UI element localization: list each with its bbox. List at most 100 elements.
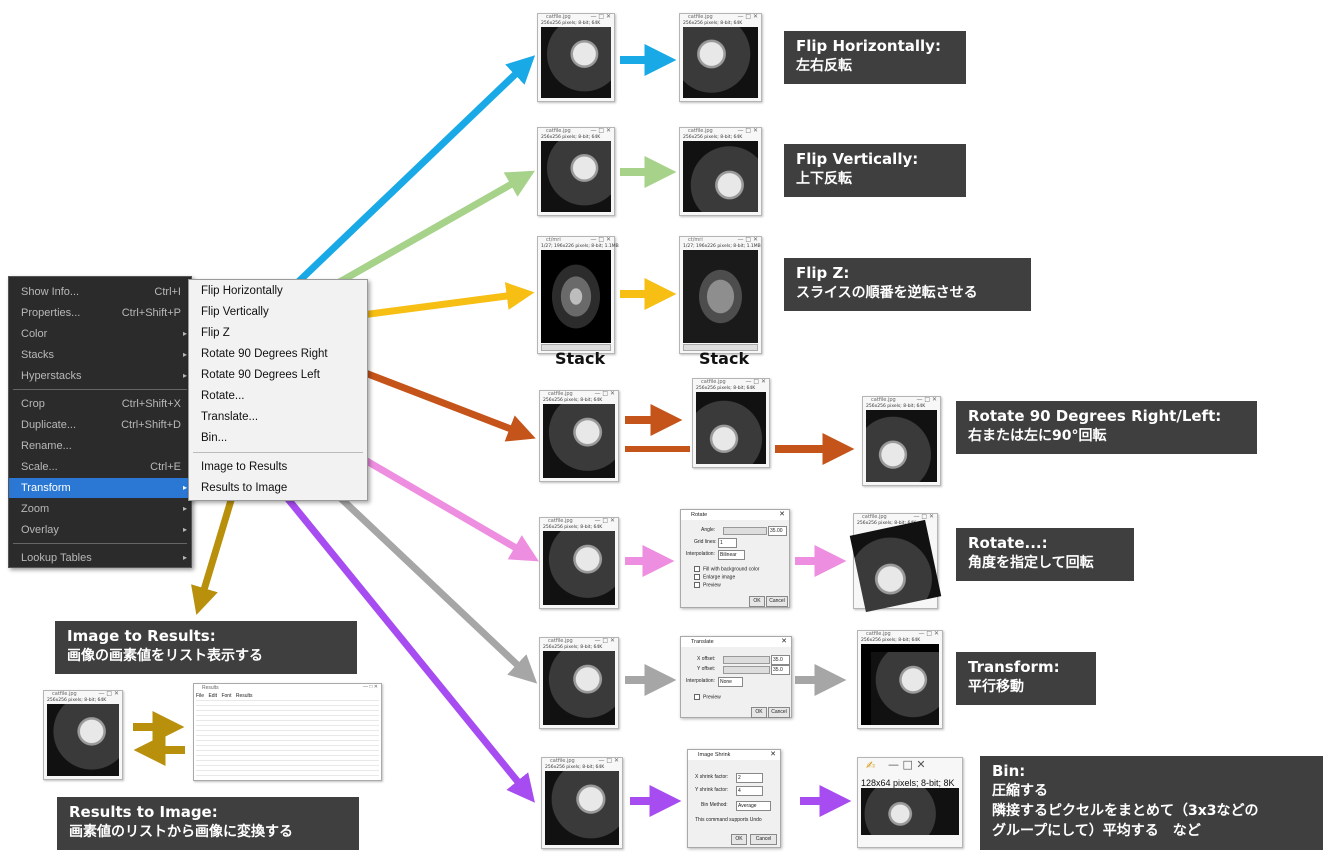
image-canvas[interactable] [861,788,959,835]
image-canvas[interactable] [543,404,615,478]
window-controls-icon[interactable]: — □ ✕ [916,396,937,403]
ok-button[interactable]: OK [749,596,765,607]
image-canvas[interactable] [683,141,758,212]
image-canvas[interactable] [541,141,611,212]
image-canvas[interactable] [47,704,119,776]
window-controls-icon[interactable]: — □ ✕ [590,236,611,243]
x-shrink-field[interactable]: 2 [736,773,763,783]
window-controls-icon[interactable]: — □ ✕ [363,684,378,690]
window-controls-icon[interactable]: — □ ✕ [594,517,615,524]
menu-item-transform[interactable]: Transform▸ [9,478,191,498]
submenu-item-bin[interactable]: Bin... [201,432,228,444]
submenu-item-image-to-results[interactable]: Image to Results [201,461,288,473]
image-window[interactable]: catfile.jpg— □ ✕ 256x256 pixels; 8-bit; … [679,13,762,102]
stack-slider[interactable] [541,344,611,351]
menu-item-hyperstacks[interactable]: Hyperstacks▸ [9,366,191,386]
stack-canvas[interactable] [683,250,758,343]
preview-checkbox[interactable]: Preview [694,694,721,700]
window-controls-icon[interactable]: — □ ✕ [888,758,926,771]
image-canvas[interactable] [543,651,615,725]
image-window[interactable]: catfile.jpg— □ ✕ 256x256 pixels; 8-bit; … [539,637,619,729]
submenu-item-rotate-left[interactable]: Rotate 90 Degrees Left [201,369,320,381]
window-controls-icon[interactable]: — □ ✕ [590,13,611,20]
menu-item-scale[interactable]: Scale...Ctrl+E [21,461,181,473]
image-canvas[interactable] [545,771,619,845]
menu-item-rename[interactable]: Rename... [21,440,72,452]
image-window[interactable]: catfile.jpg— □ ✕ 256x256 pixels; 8-bit; … [539,390,619,482]
image-canvas[interactable] [543,531,615,605]
image-window[interactable]: catfile.jpg— □ ✕ 256x256 pixels; 8-bit; … [692,378,770,468]
image-canvas[interactable] [861,644,939,725]
window-titlebar[interactable]: ✍ — □ ✕ [858,758,962,776]
menu-item-duplicate[interactable]: Duplicate...Ctrl+Shift+D [21,419,181,431]
menu-item-color[interactable]: Color▸ [9,324,191,344]
interpolation-select[interactable]: None [718,677,743,687]
image-window[interactable]: catfile.jpg— □ ✕ 256x256 pixels; 8-bit; … [43,690,123,780]
bin-method-select[interactable]: Average [736,801,771,811]
image-canvas[interactable] [849,519,942,613]
y-offset-field[interactable]: 35.0 [771,665,790,675]
submenu-item-results-to-image[interactable]: Results to Image [201,482,288,494]
fill-bg-checkbox[interactable]: Fill with background color [694,566,759,572]
interpolation-select[interactable]: Bilinear [718,550,745,560]
image-window[interactable]: catfile.jpg— □ ✕ 256x256 pixels; 8-bit; … [537,127,615,216]
x-offset-slider[interactable] [723,656,770,664]
window-controls-icon[interactable]: — □ ✕ [913,513,934,520]
window-controls-icon[interactable]: — □ ✕ [590,127,611,134]
enlarge-checkbox[interactable]: Enlarge image [694,574,735,580]
results-menubar[interactable]: File Edit Font Results [196,693,253,699]
window-controls-icon[interactable]: — □ ✕ [745,378,766,385]
stack-slider[interactable] [683,344,758,351]
angle-slider[interactable] [723,527,767,535]
window-controls-icon[interactable]: — □ ✕ [737,13,758,20]
close-icon[interactable]: ✕ [770,751,776,758]
window-controls-icon[interactable]: — □ ✕ [918,630,939,637]
menu-item-zoom[interactable]: Zoom▸ [9,499,191,519]
binned-image-window[interactable]: ✍ — □ ✕ 128x64 pixels; 8-bit; 8K [857,757,963,848]
ok-button[interactable]: OK [751,707,767,718]
image-window[interactable]: catfile.jpg— □ ✕ 256x256 pixels; 8-bit; … [537,13,615,102]
results-table-window[interactable]: Results— □ ✕ File Edit Font Results [193,683,382,781]
window-controls-icon[interactable]: — □ ✕ [598,757,619,764]
ok-button[interactable]: OK [731,834,747,845]
menu-item-stacks[interactable]: Stacks▸ [9,345,191,365]
cancel-button[interactable]: Cancel [766,596,788,607]
image-window[interactable]: catfile.jpg— □ ✕ 256x256 pixels; 8-bit; … [862,396,941,486]
preview-checkbox[interactable]: Preview [694,582,721,588]
image-window[interactable]: catfile.jpg— □ ✕ 256x256 pixels; 8-bit; … [541,757,623,849]
image-canvas[interactable] [696,392,766,464]
window-controls-icon[interactable]: — □ ✕ [737,236,758,243]
menu-item-show-info[interactable]: Show Info...Ctrl+I [21,286,181,298]
window-controls-icon[interactable]: — □ ✕ [98,690,119,697]
close-icon[interactable]: ✕ [779,511,785,518]
menu-item-properties[interactable]: Properties...Ctrl+Shift+P [21,307,181,319]
window-controls-icon[interactable]: — □ ✕ [737,127,758,134]
stack-window[interactable]: ct/mri— □ ✕ 1/27; 196x226 pixels; 8-bit;… [537,236,619,354]
menu-item-lookup-tables[interactable]: Lookup Tables▸ [9,548,191,568]
image-window[interactable]: catfile.jpg— □ ✕ 256x256 pixels; 8-bit; … [679,127,762,216]
window-controls-icon[interactable]: — □ ✕ [594,637,615,644]
cancel-button[interactable]: Cancel [768,707,790,718]
image-window[interactable]: catfile.jpg— □ ✕ 256x256 pixels; 8-bit; … [857,630,943,729]
submenu-item-rotate[interactable]: Rotate... [201,390,245,402]
y-shrink-field[interactable]: 4 [736,786,763,796]
y-offset-slider[interactable] [723,666,770,674]
submenu-item-translate[interactable]: Translate... [201,411,259,423]
close-icon[interactable]: ✕ [781,638,787,645]
submenu-item-flip-horizontally[interactable]: Flip Horizontally [201,285,283,297]
image-window[interactable]: catfile.jpg— □ ✕ 256x256 pixels; 8-bit; … [539,517,619,609]
submenu-item-flip-vertically[interactable]: Flip Vertically [201,306,269,318]
image-canvas[interactable] [866,410,937,482]
grid-lines-field[interactable]: 1 [718,538,737,548]
x-offset-field[interactable]: 35.0 [771,655,790,665]
submenu-item-rotate-right[interactable]: Rotate 90 Degrees Right [201,348,328,360]
menu-item-overlay[interactable]: Overlay▸ [9,520,191,540]
stack-window[interactable]: ct/mri— □ ✕ 1/27; 196x226 pixels; 8-bit;… [679,236,762,354]
image-canvas[interactable] [683,27,758,98]
image-canvas[interactable] [541,27,611,98]
submenu-item-flip-z[interactable]: Flip Z [201,327,230,339]
results-grid[interactable] [196,700,379,778]
angle-field[interactable]: 35.00 [768,526,787,536]
stack-canvas[interactable] [541,250,611,343]
